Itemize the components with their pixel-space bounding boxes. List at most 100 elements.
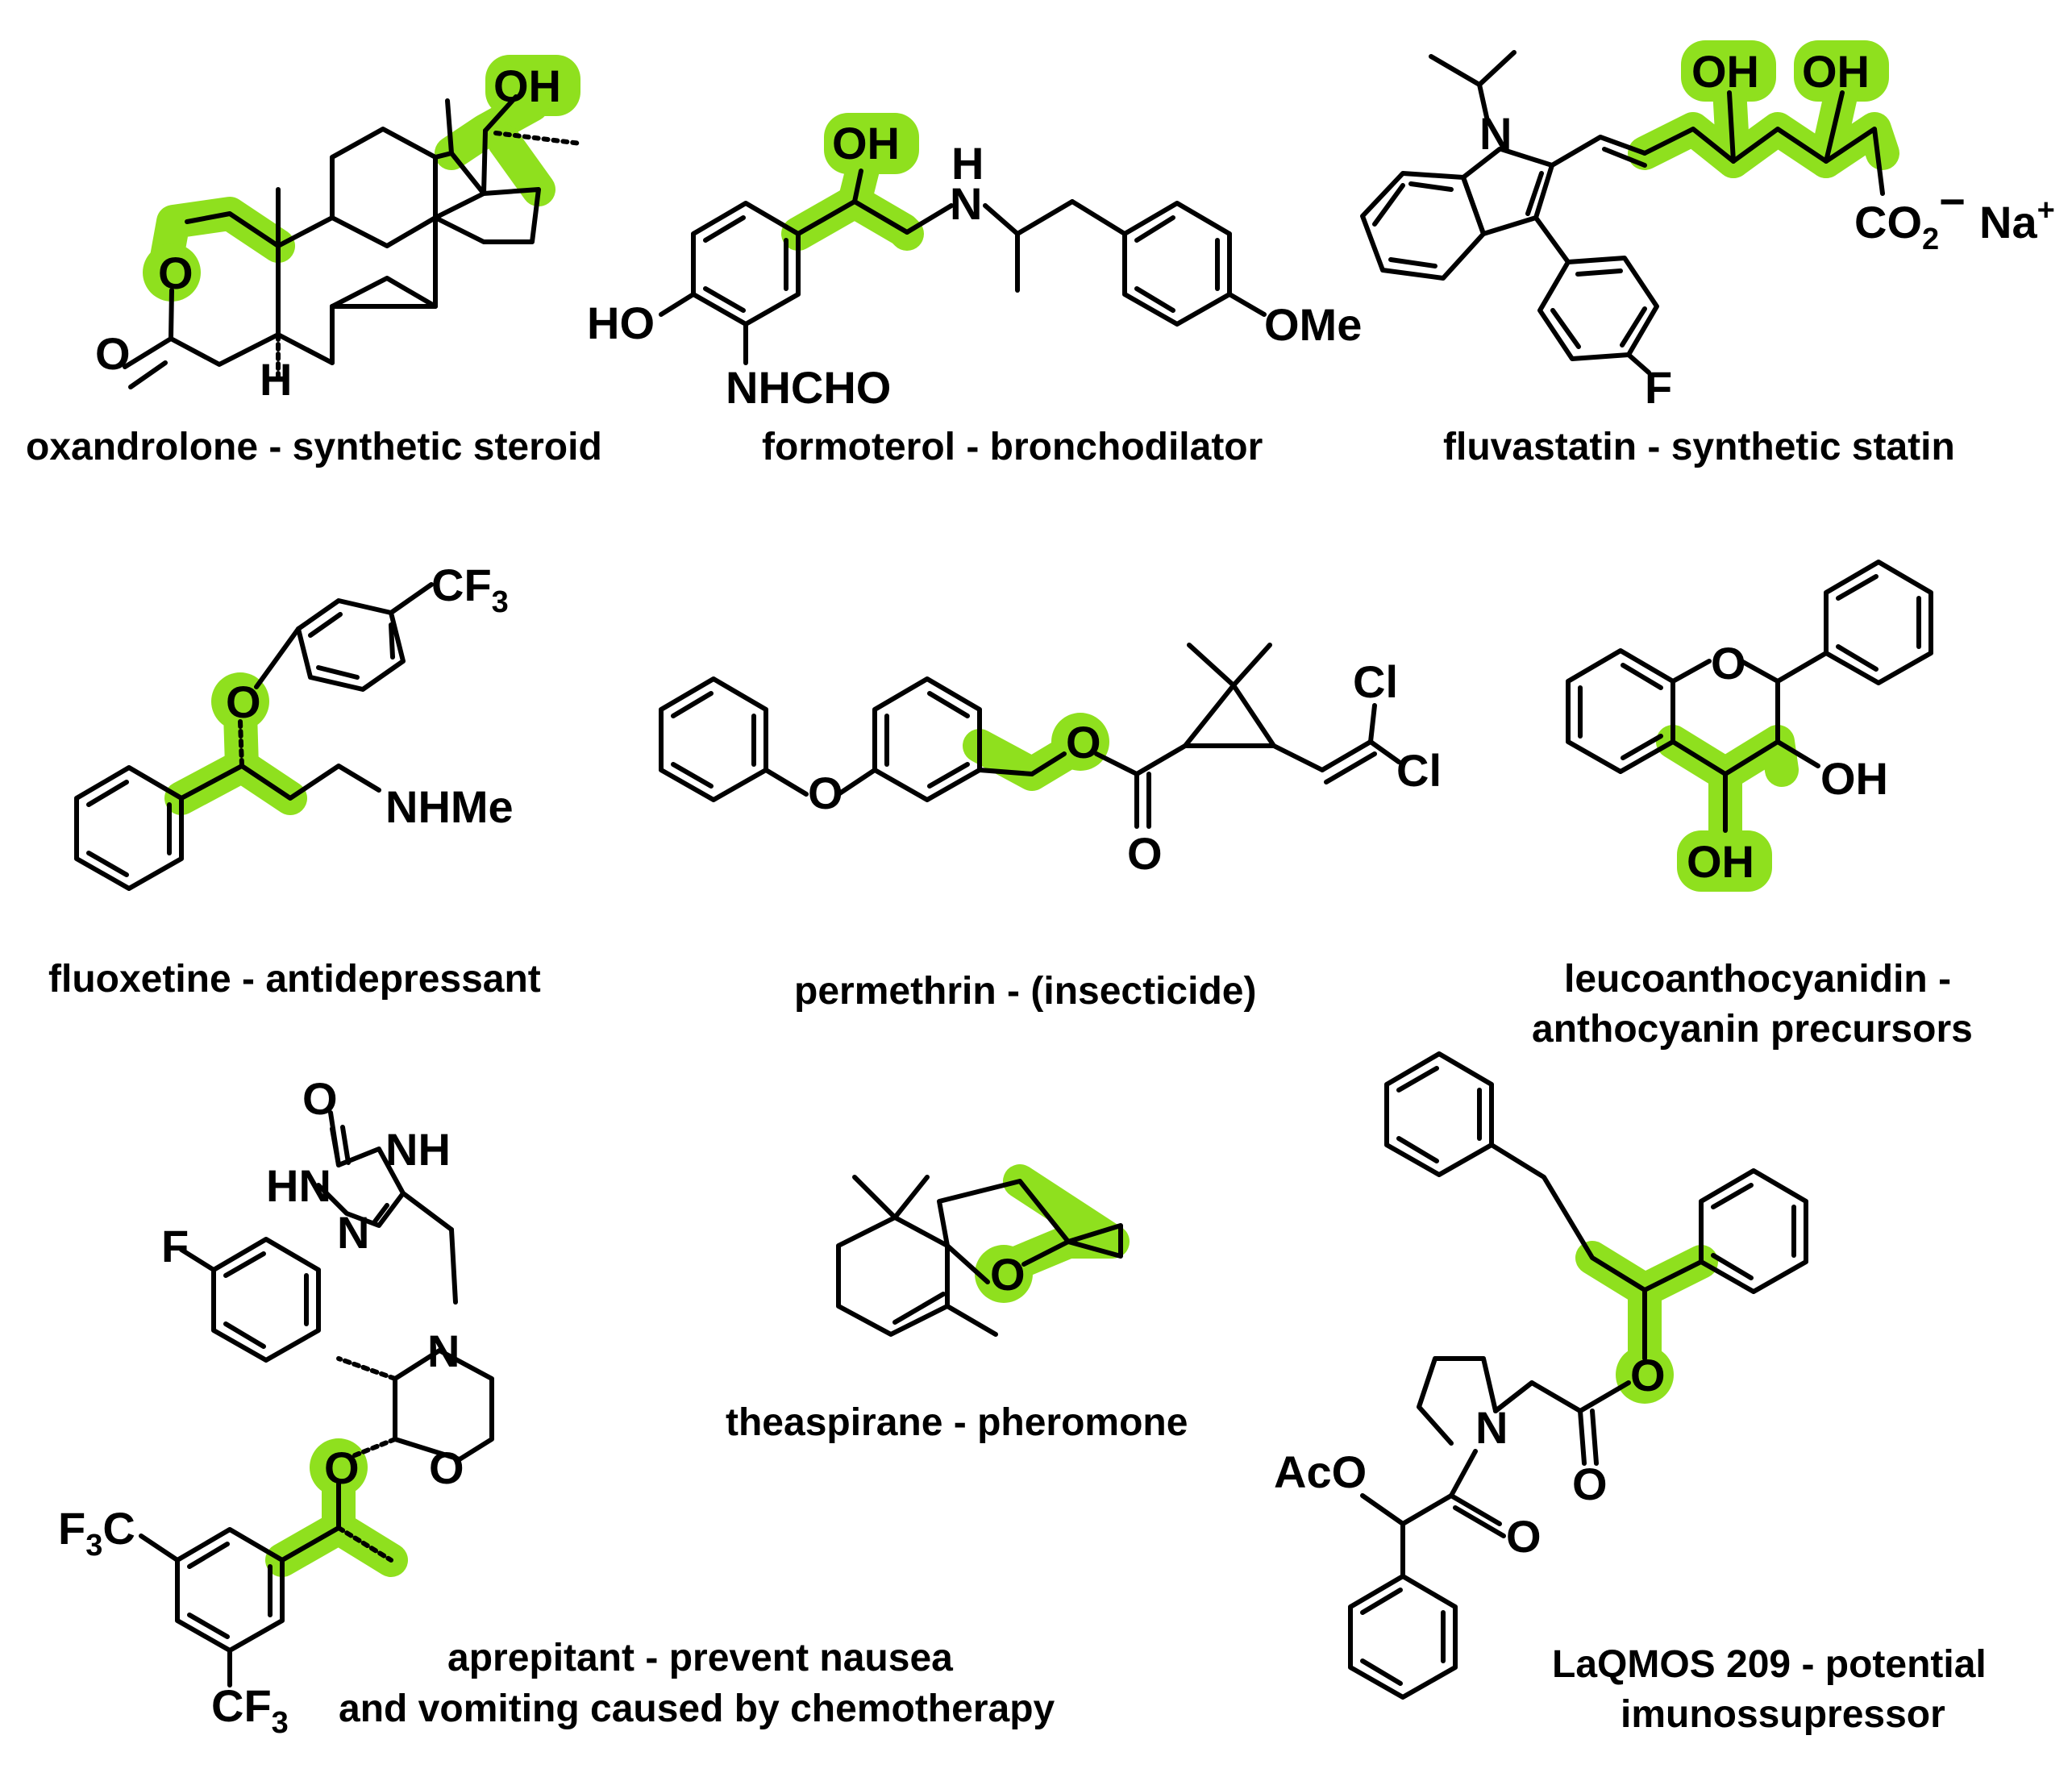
ring-laqmos-right — [1699, 1168, 1808, 1294]
label-oh2-fluvastatin: OH — [1802, 46, 1870, 97]
label-h-oxandrolone: H — [260, 354, 292, 405]
ring-permethrin-a — [659, 676, 768, 802]
ring-fluoxetine-phenyl — [74, 765, 184, 891]
highlight-oh-formoterol — [824, 113, 919, 174]
labels-laqmos: N O O O AcO — [1274, 1350, 1666, 1562]
ring-fluvastatin-benzo — [1360, 171, 1486, 281]
label-o-ester-laqmos: O — [1630, 1350, 1666, 1400]
molecule-leucoanthocyanidin: O OH OH leucoanthocyanidin - anthocyanin… — [1532, 560, 1973, 1051]
label-o-theaspirane: O — [990, 1249, 1026, 1300]
ring-leuco-phenyl — [1824, 560, 1933, 685]
molecule-theaspirane: O theaspirane - pheromone — [726, 1164, 1188, 1444]
label-ho-formoterol: HO — [587, 298, 655, 348]
labels-oxandrolone: OH O O H — [95, 60, 561, 405]
bonds-formoterol — [659, 169, 1267, 365]
label-o-keto-oxandrolone: O — [95, 328, 131, 379]
bonds-laqmos — [1348, 1051, 1808, 1700]
caption-laqmos-line2: imunossupressor — [1621, 1693, 1945, 1736]
labels-fluoxetine: CF3 O NHMe — [226, 560, 514, 832]
label-na-fluvastatin: Na+ — [1979, 194, 2055, 248]
label-o-morph-aprepitant: O — [429, 1442, 464, 1493]
label-oh2-leuco: OH — [1687, 836, 1754, 887]
labels-formoterol: OH H N HO NHCHO OMe — [587, 118, 1362, 413]
label-n-laqmos: N — [1475, 1402, 1508, 1453]
bonds-fluvastatin — [1360, 50, 1885, 375]
label-o-carbonyl-permethrin: O — [1127, 828, 1163, 879]
label-nh-h-formoterol: H — [951, 138, 984, 189]
label-nh-aprepitant: NH — [385, 1124, 451, 1175]
molecule-fluoxetine: CF3 O NHMe fluoxetine - antidepressant — [48, 560, 541, 1001]
molecule-permethrin: O O O Cl Cl permethrin - (insecticide) — [659, 643, 1442, 1013]
caption-formoterol: formoterol - bronchodilator — [762, 426, 1263, 468]
bonds-permethrin — [659, 643, 1401, 829]
labels-theaspirane: O — [990, 1249, 1026, 1300]
label-o-carbonyl2-laqmos: O — [1506, 1511, 1542, 1562]
highlight-oh1-fluvastatin — [1681, 40, 1776, 102]
label-cf3-aprepitant: CF3 — [211, 1680, 289, 1740]
molecule-oxandrolone: OH O O H oxandrolone - synthetic steroid — [26, 55, 602, 468]
label-o-ether-permethrin: O — [808, 768, 843, 818]
caption-theaspirane: theaspirane - pheromone — [726, 1401, 1188, 1444]
label-o-ester-permethrin: O — [1066, 717, 1101, 768]
ring-aprepitant-aryl — [175, 1527, 285, 1653]
label-f3c-aprepitant: F3C — [58, 1503, 135, 1563]
label-nh-n-formoterol: N — [950, 178, 982, 229]
label-cl2-permethrin: Cl — [1396, 745, 1442, 796]
caption-laqmos-line1: LaQMOS 209 - potential — [1552, 1643, 1987, 1686]
molecule-formoterol: OH H N HO NHCHO OMe formoterol - broncho… — [587, 113, 1362, 468]
label-f-aprepitant: F — [161, 1221, 189, 1271]
label-n-morph-aprepitant: N — [427, 1325, 460, 1376]
caption-fluvastatin: fluvastatin - synthetic statin — [1443, 426, 1955, 468]
ring-permethrin-b — [872, 676, 982, 802]
label-cl1-permethrin: Cl — [1353, 656, 1398, 707]
caption-permethrin: permethrin - (insecticide) — [794, 970, 1256, 1013]
caption-oxandrolone: oxandrolone - synthetic steroid — [26, 426, 602, 468]
caption-fluoxetine: fluoxetine - antidepressant — [48, 958, 541, 1001]
molecule-aprepitant: O NH HN N F N O O F3C CF3 aprepitant - p… — [58, 1073, 1055, 1740]
bonds-oxandrolone — [123, 94, 583, 389]
bonds-leucoanthocyanidin — [1566, 560, 1933, 833]
ring-formoterol-b — [1122, 201, 1232, 327]
label-nhme-fluoxetine: NHMe — [385, 781, 514, 832]
label-n-fluvastatin: N — [1479, 108, 1512, 159]
label-ome-formoterol: OMe — [1264, 299, 1362, 350]
ring-permethrin-cyclopropane — [1183, 683, 1276, 748]
ring-aprepitant-fluorophenyl — [211, 1237, 321, 1363]
highlight-oh2-fluvastatin — [1794, 40, 1889, 102]
labels-aprepitant: O NH HN N F N O O F3C CF3 — [58, 1073, 464, 1740]
molecule-laqmos209: N O O O AcO LaQMOS 209 - potential imuno… — [1274, 1051, 1987, 1736]
caption-leuco-line1: leucoanthocyanidin - — [1564, 958, 1951, 1001]
label-n-tri-aprepitant: N — [337, 1207, 369, 1258]
label-o-ether-aprepitant: O — [324, 1442, 360, 1493]
molecule-fluvastatin: N OH OH CO2− Na+ F fluvastatin - synthet… — [1360, 40, 2055, 468]
highlight-ring-d2 — [487, 124, 555, 206]
label-nhcho-formoterol: NHCHO — [726, 362, 891, 413]
label-oh-formoterol: OH — [832, 118, 900, 169]
label-o-ring-oxandrolone: O — [158, 248, 193, 298]
highlight-o-oxandrolone — [143, 243, 201, 302]
label-f-fluvastatin: F — [1645, 362, 1672, 413]
caption-aprepitant-line1: aprepitant - prevent nausea — [447, 1637, 953, 1679]
bonds-theaspirane — [836, 1175, 1123, 1337]
ring-formoterol-a — [691, 201, 801, 327]
label-o-carbonyl1-laqmos: O — [1572, 1459, 1608, 1509]
labels-permethrin: O O O Cl Cl — [808, 656, 1442, 879]
caption-leuco-line2: anthocyanin precursors — [1532, 1008, 1973, 1051]
highlight-oh-leuco — [1677, 830, 1772, 892]
bonds-fluoxetine — [74, 582, 434, 891]
ring-fluoxetine-top — [296, 598, 406, 692]
label-co2-fluvastatin: CO2− — [1854, 176, 1966, 256]
ring-theaspirane-cyclohexene — [836, 1215, 950, 1337]
label-oh1-leuco: OH — [1820, 753, 1888, 804]
labels-leucoanthocyanidin: O OH OH — [1687, 638, 1888, 887]
bonds-aprepitant — [139, 1110, 494, 1688]
labels-fluvastatin: N OH OH CO2− Na+ F — [1479, 46, 2055, 413]
label-o-keto-aprepitant: O — [302, 1073, 338, 1124]
label-o-fluoxetine: O — [226, 676, 261, 727]
ring-laqmos-top — [1384, 1051, 1494, 1177]
ring-laqmos-bottom — [1348, 1574, 1458, 1700]
ring-leuco-benzo — [1566, 648, 1675, 774]
label-oh-oxandrolone: OH — [493, 60, 561, 111]
label-hn-aprepitant: HN — [266, 1160, 331, 1211]
